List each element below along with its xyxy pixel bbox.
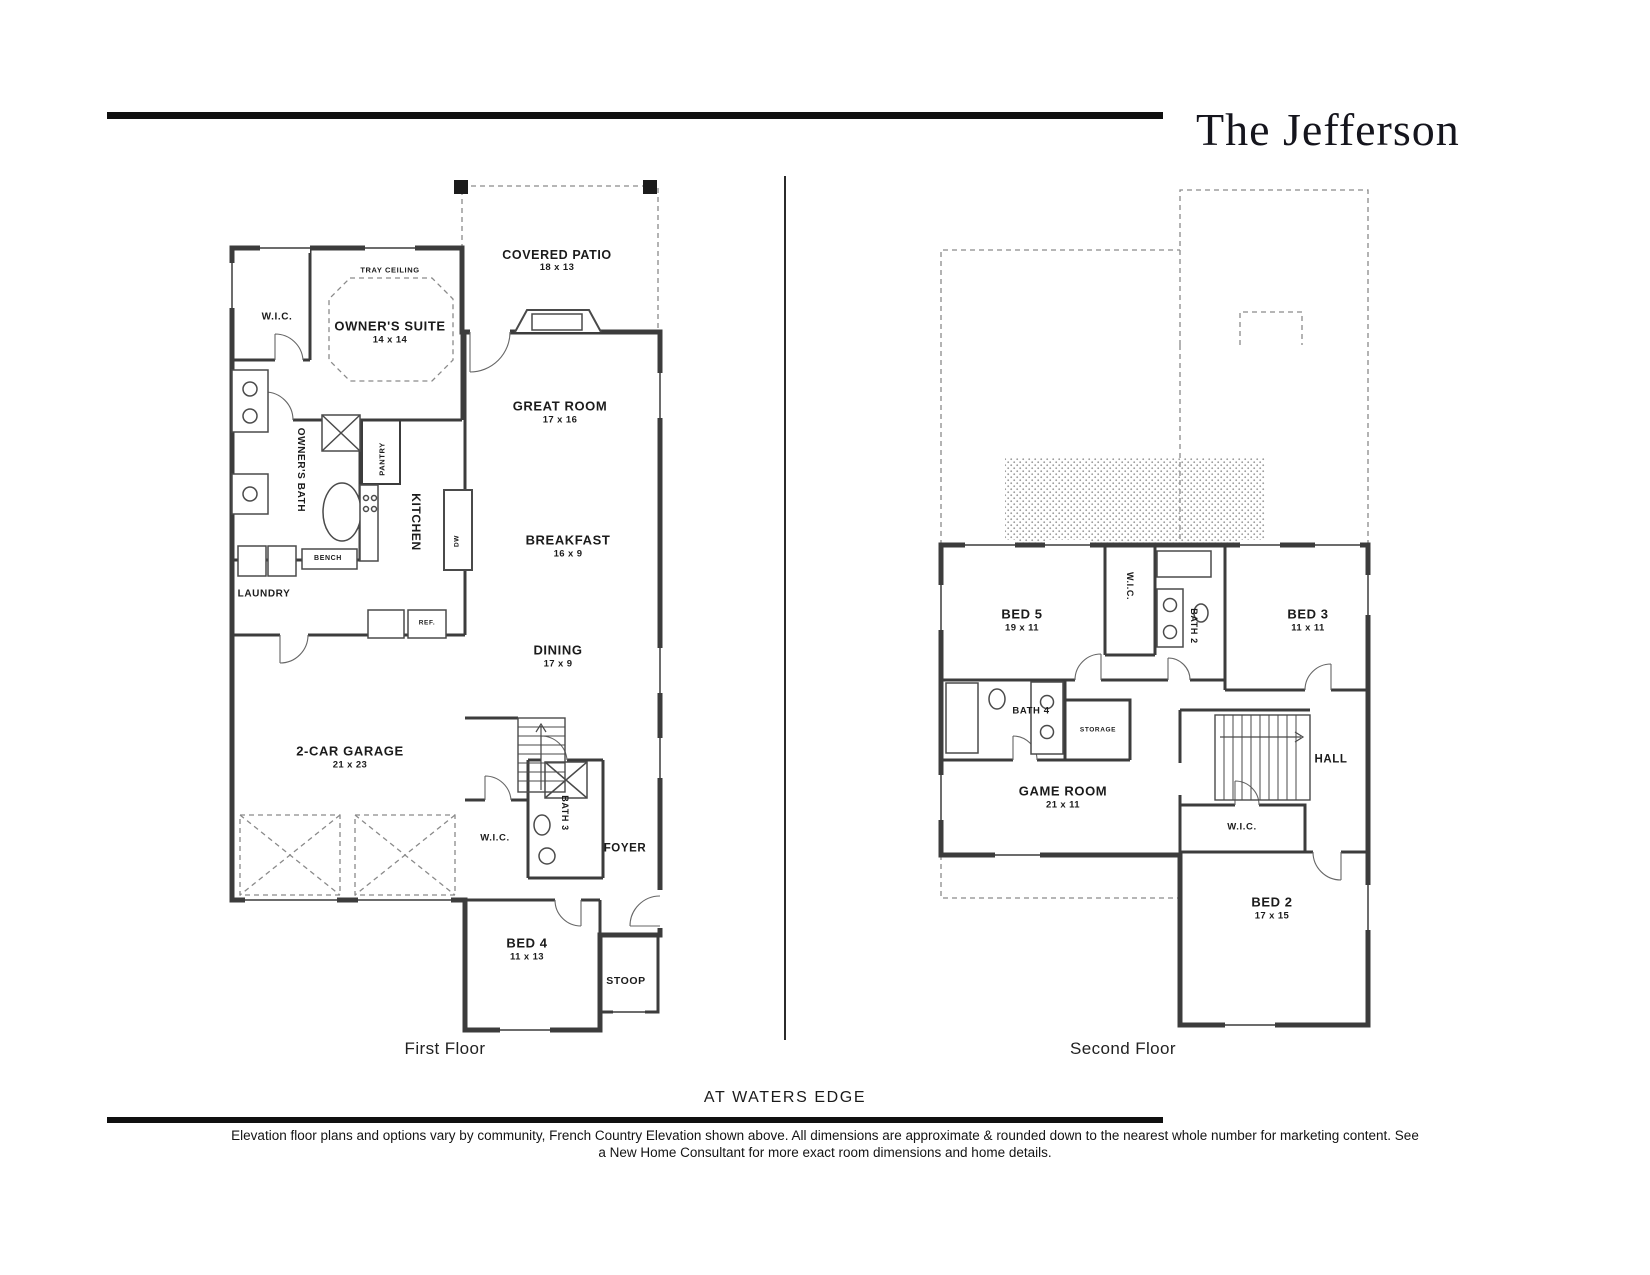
exterior-walls: [938, 542, 1371, 1028]
room-label-foyer: FOYER: [604, 842, 647, 855]
header-rule: [107, 112, 1163, 119]
room-label-wic-bed2: W.I.C.: [1227, 821, 1257, 834]
room-name: BED 3: [1287, 606, 1329, 622]
disclaimer-text: Elevation floor plans and options vary b…: [231, 1128, 1419, 1160]
room-label-wic-bed4: W.I.C.: [480, 832, 510, 845]
stoop-walls: [598, 935, 660, 1014]
first-floor-caption: First Floor: [404, 1039, 486, 1058]
room-name: GREAT ROOM: [512, 398, 608, 414]
room-name: 2-CAR GARAGE: [296, 743, 404, 759]
room-dims: 16 x 9: [553, 548, 583, 560]
room-dims: 17 x 16: [542, 414, 578, 426]
room-label-bath2: BATH 2: [1189, 608, 1199, 643]
page-title: The Jefferson: [1196, 104, 1460, 155]
room-dims: 17 x 9: [543, 658, 573, 670]
room-label-tray-ceiling: TRAY CEILING: [360, 265, 420, 276]
fixtures: [945, 550, 1212, 755]
room-dims: 11 x 13: [510, 951, 544, 963]
room-label-wic-owners: W.I.C.: [262, 311, 293, 323]
room-name: W.I.C.: [1227, 821, 1257, 833]
patio-post: [643, 180, 657, 194]
open-below-area: [1005, 458, 1265, 545]
room-name: W.I.C.: [480, 832, 510, 844]
room-name: OWNER'S BATH: [294, 427, 306, 513]
room-name: KITCHEN: [408, 493, 423, 551]
room-name: DINING: [533, 642, 583, 658]
room-label-dw: DW: [453, 535, 460, 547]
second-floor-plan: [936, 189, 1373, 1030]
plan-divider: [784, 176, 786, 1040]
room-label-bench: BENCH: [314, 555, 342, 563]
stairs-icon: [517, 717, 566, 793]
room-name: BED 2: [1251, 894, 1293, 910]
room-dims: 21 x 23: [332, 759, 368, 771]
room-name: BATH 2: [1189, 608, 1200, 644]
room-name: BATH 3: [560, 795, 571, 831]
room-label-bath3: BATH 3: [560, 795, 570, 830]
room-label-bath4: BATH 4: [1012, 705, 1050, 718]
room-dims: 11 x 11: [1291, 622, 1325, 634]
fireplace: [514, 309, 602, 333]
room-label-wic-hall: W.I.C.: [1125, 572, 1135, 600]
community-name: AT WATERS EDGE: [703, 1089, 867, 1106]
room-name: REF.: [418, 619, 436, 627]
room-label-laundry: LAUNDRY: [238, 588, 291, 600]
room-dims: 19 x 11: [1005, 622, 1039, 634]
room-name: W.I.C.: [261, 311, 293, 323]
room-name: GAME ROOM: [1018, 783, 1108, 799]
footer-rule: [107, 1117, 1163, 1123]
room-label-hall: HALL: [1314, 753, 1347, 766]
windows: [227, 243, 665, 1035]
room-dims: 14 x 14: [372, 334, 408, 346]
door-swings: [1012, 653, 1342, 881]
room-name: W.I.C.: [1125, 571, 1136, 601]
room-name: BENCH: [314, 554, 342, 562]
first-floor-plan: [227, 180, 665, 1035]
second-floor-caption: Second Floor: [1070, 1039, 1176, 1058]
fixtures: [231, 369, 588, 865]
door-openings: [1013, 676, 1341, 856]
room-name: PANTRY: [377, 442, 387, 476]
room-name: BREAKFAST: [525, 532, 611, 548]
room-name: OWNER'S SUITE: [334, 318, 446, 334]
room-name: BED 5: [1001, 606, 1043, 622]
room-label-stoop: STOOP: [606, 975, 646, 987]
door-openings: [265, 328, 665, 928]
room-name: DW: [453, 534, 461, 548]
room-label-owners-bath: OWNER'S BATH: [294, 428, 306, 512]
room-name: FOYER: [603, 842, 647, 855]
room-name: LAUNDRY: [237, 588, 291, 600]
room-name: HALL: [1314, 753, 1348, 766]
room-name: BED 4: [506, 935, 548, 951]
room-dims: 18 x 13: [539, 262, 575, 274]
room-name: COVERED PATIO: [502, 247, 612, 262]
room-label-kitchen: KITCHEN: [408, 493, 423, 551]
room-dims: 21 x 11: [1046, 799, 1080, 811]
room-dims: 17 x 15: [1254, 910, 1290, 922]
patio-post: [454, 180, 468, 194]
room-name: STOOP: [606, 974, 646, 987]
room-label-ref: REF.: [419, 619, 436, 626]
room-name: BATH 4: [1012, 705, 1050, 717]
room-label-storage: STORAGE: [1080, 726, 1116, 733]
windows: [936, 540, 1373, 1030]
dashed-outlines: [239, 185, 659, 896]
stairs-icon: [1214, 714, 1311, 801]
room-label-pantry: PANTRY: [377, 442, 388, 476]
room-name: TRAY CEILING: [360, 265, 420, 275]
room-name: STORAGE: [1079, 726, 1117, 734]
